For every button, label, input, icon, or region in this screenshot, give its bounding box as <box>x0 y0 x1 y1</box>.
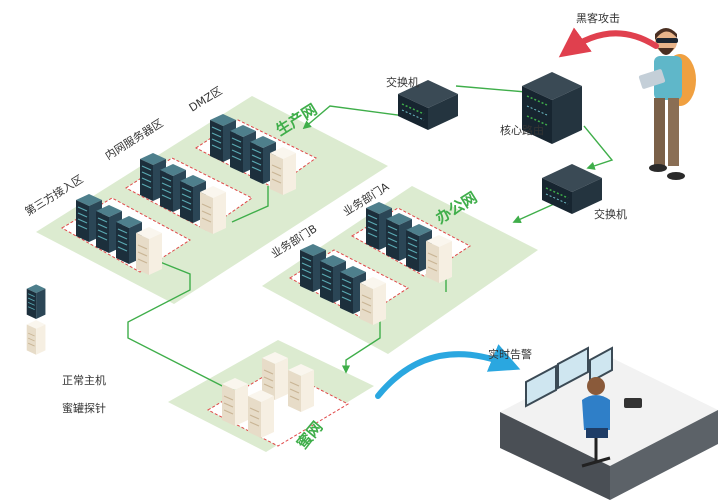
hacker-figure-icon <box>638 28 696 180</box>
office-zone <box>262 186 538 354</box>
link-router-to-right-switch <box>583 125 614 170</box>
legend-honeypot-probe-icon <box>26 319 46 356</box>
attack-arrow <box>558 27 659 58</box>
link-switch-to-production <box>302 105 421 130</box>
honeypot-probe-icon <box>425 234 453 284</box>
core-router-icon <box>522 72 582 144</box>
honeypot-probe-icon <box>269 146 297 196</box>
honeypot-probe-icon <box>287 363 315 413</box>
legend-normal-host-icon <box>26 283 46 320</box>
analyst-workstation-icon <box>500 346 718 500</box>
legend-normal-host-label: 正常主机 <box>62 373 106 387</box>
dmz-label: DMZ区 <box>187 84 225 114</box>
honeypot-probe-icon <box>135 226 163 276</box>
legend-honeypot-probe-label: 蜜罐探针 <box>62 401 106 415</box>
link-router-to-switch <box>455 85 527 93</box>
switch-top-label: 交换机 <box>386 75 419 89</box>
honeypot-probe-icon <box>221 377 249 427</box>
switch-right-label: 交换机 <box>594 207 627 221</box>
switch-right-icon <box>541 163 603 215</box>
honeypot-probe-icon <box>359 276 387 326</box>
link-right-switch-to-office <box>512 203 555 224</box>
link-production-to-honeynet <box>127 261 240 395</box>
honeypot-probe-icon <box>247 389 275 439</box>
alert-arrow <box>375 344 521 399</box>
core-router-label: 核心路由 <box>500 123 544 137</box>
link-dmz-to-intranet <box>231 186 269 223</box>
hacker-attack-label: 黑客攻击 <box>576 11 620 25</box>
realtime-alert-label: 实时告警 <box>488 347 532 361</box>
honeypot-probe-icon <box>199 185 227 235</box>
